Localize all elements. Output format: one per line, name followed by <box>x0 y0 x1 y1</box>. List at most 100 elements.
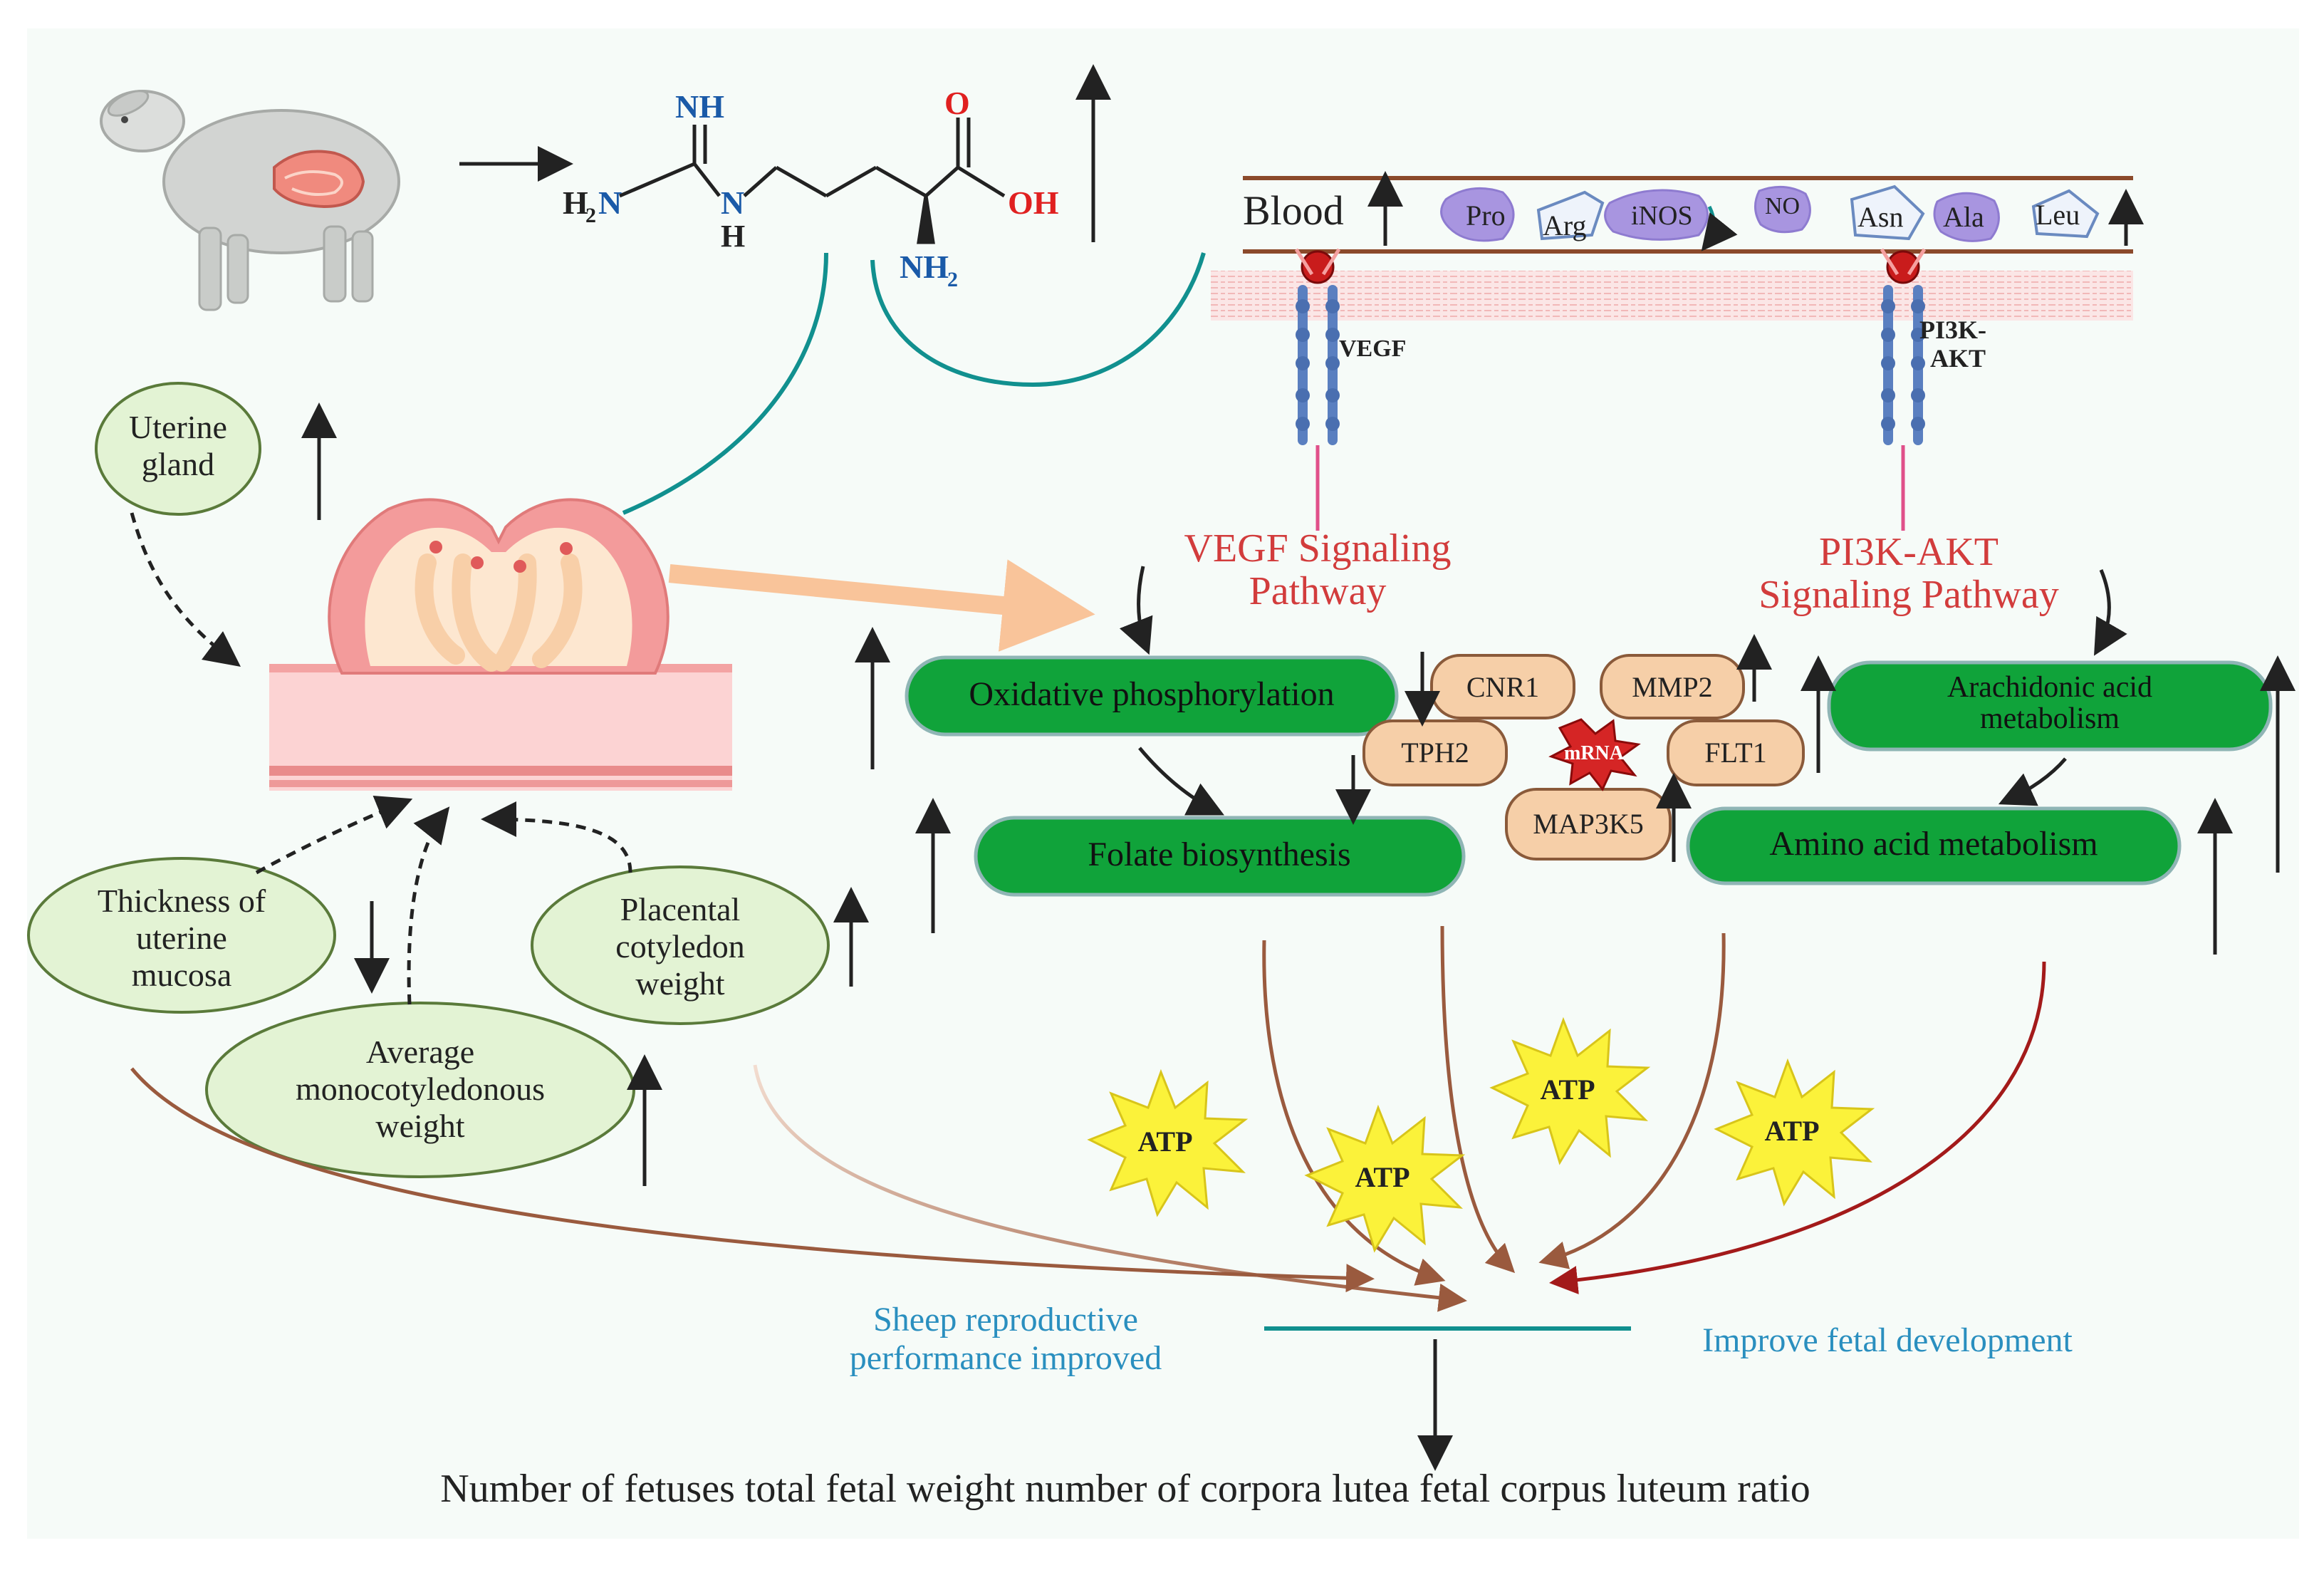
placental-line-1: Placental <box>620 891 741 927</box>
gene-tph2: TPH2 <box>1401 737 1469 769</box>
pi3k-pathway-title-1: PI3K-AKT <box>1819 530 1999 574</box>
arachidonic-to-amino-arrow <box>1998 757 2067 806</box>
curve-amino-converge <box>1549 961 2046 1294</box>
oxphos-label: Oxidative phosphorylation <box>969 675 1334 713</box>
average-line-3: weight <box>375 1108 464 1144</box>
average-oval <box>205 1002 635 1178</box>
arg-molecule <box>1536 190 1605 241</box>
chem-amine-n-label: N <box>598 184 622 221</box>
atp-label-2: ATP <box>1355 1161 1409 1193</box>
teal-curve-to-uterus <box>622 252 828 515</box>
thickness-oval <box>27 857 336 1014</box>
gene-mmp2: MMP2 <box>1632 671 1712 703</box>
mol-arg: Arg <box>1543 209 1586 241</box>
amino-box <box>1686 806 2182 885</box>
chem-o-label: O <box>944 85 970 121</box>
blood-molecules <box>1440 184 2100 251</box>
curve-gene-converge <box>1538 932 1726 1269</box>
blood-label: Blood <box>1243 187 1344 234</box>
uterine-gland-line-1: Uterine <box>129 409 227 445</box>
chem-nh2-label: NH <box>900 249 949 285</box>
chem-nh-h-label: H <box>721 219 745 254</box>
ala-molecule <box>1933 192 2000 242</box>
gene-mmp2-pill <box>1600 654 1745 719</box>
arachidonic-label-2: metabolism <box>1980 702 2120 735</box>
vegf-receptor-label: VEGF <box>1339 336 1406 362</box>
atp-label-3: ATP <box>1540 1073 1595 1106</box>
thickness-line-3: mucosa <box>132 957 232 993</box>
vegf-pathway-title-2: Pathway <box>1249 569 1387 613</box>
teal-curve-to-blood <box>870 252 1206 388</box>
placental-oval <box>531 865 830 1025</box>
chem-n-label: N <box>721 184 744 221</box>
pi3k-pathway-title-2: Signaling Pathway <box>1758 573 2059 617</box>
placental-to-uterus-arrow <box>481 801 632 873</box>
folate-label: Folate biosynthesis <box>1088 836 1350 873</box>
curve-center-converge <box>1440 925 1516 1274</box>
cotyledon-icon <box>269 498 732 791</box>
pro-molecule <box>1440 187 1515 242</box>
gland-to-uterus-dashed-arrow <box>130 512 241 667</box>
placental-line-2: cotyledon <box>615 928 744 965</box>
sheep-outcome-line-1: Sheep reproductive <box>873 1301 1138 1338</box>
pi3k-receptor-label-1: PI3K- <box>1919 316 1986 344</box>
folate-box <box>974 816 1466 897</box>
arachidonic-box <box>1827 660 2273 752</box>
mrna-label: mRNA <box>1564 742 1625 764</box>
gene-flt1-pill <box>1667 719 1805 786</box>
atp-label-1: ATP <box>1137 1125 1192 1158</box>
sheep-outcome-line-2: performance improved <box>850 1339 1162 1377</box>
arginine-structure <box>619 118 1006 244</box>
vegf-pathway-title-1: VEGF Signaling <box>1184 526 1452 571</box>
inos-molecule <box>1604 189 1709 241</box>
pi3k-to-arachidonic-arrow <box>2094 569 2127 656</box>
gene-map3k5-pill <box>1505 788 1672 861</box>
oxphos-to-folate-arrow <box>1138 747 1224 816</box>
curve-thickness-converge <box>130 1067 1375 1293</box>
mol-ala: Ala <box>1943 201 1984 233</box>
placental-line-3: weight <box>635 965 724 1002</box>
average-line-1: Average <box>366 1034 474 1070</box>
uterine-gland-line-2: gland <box>142 446 214 482</box>
chem-h2-subscript: 2 <box>585 204 596 227</box>
leu-molecule <box>2031 189 2100 239</box>
mol-pro: Pro <box>1466 199 1506 232</box>
atp-label-4: ATP <box>1764 1115 1819 1147</box>
mrna-burst-icon <box>1548 718 1641 791</box>
curve-folate-converge <box>1262 940 1446 1286</box>
atp-burst-icon <box>1087 1017 1875 1253</box>
thickness-line-2: uterine <box>136 920 227 956</box>
fetal-outcome-label: Improve fetal development <box>1702 1321 2073 1359</box>
mol-no: NO <box>1765 193 1800 219</box>
gene-cnr1: CNR1 <box>1466 671 1539 703</box>
amino-label: Amino acid metabolism <box>1769 825 2098 863</box>
mol-inos: iNOS <box>1631 201 1693 231</box>
chem-nh-label: NH <box>675 88 724 125</box>
bottom-outcome-text: Number of fetuses total fetal weight num… <box>440 1467 1810 1511</box>
chem-oh-label: OH <box>1008 184 1059 221</box>
gene-cluster <box>1362 654 1805 861</box>
asn-molecule <box>1850 184 1925 241</box>
sheep-icon <box>100 90 400 311</box>
chem-h-label: H <box>563 184 588 221</box>
uterine-gland-oval <box>95 382 261 516</box>
average-line-2: monocotyledonous <box>296 1071 545 1107</box>
arachidonic-label-1: Arachidonic acid <box>1947 671 2152 704</box>
oxphos-box <box>905 655 1399 737</box>
curve-placental-converge <box>753 1064 1467 1312</box>
mol-asn: Asn <box>1857 201 1903 233</box>
thickness-line-1: Thickness of <box>98 883 266 919</box>
gene-map3k5: MAP3K5 <box>1533 808 1644 840</box>
gene-cnr1-pill <box>1430 654 1575 719</box>
average-to-uterus-arrow <box>407 806 450 1005</box>
gene-flt1: FLT1 <box>1704 737 1766 769</box>
pi3k-receptor-icon <box>1880 248 1927 531</box>
vegf-to-oxphos-arrow <box>1119 566 1153 655</box>
pi3k-receptor-label-2: AKT <box>1930 344 1986 373</box>
no-molecule <box>1754 185 1811 234</box>
thickness-to-uterus-arrow <box>255 796 413 875</box>
mol-leu: Leu <box>2036 199 2080 231</box>
cell-membrane <box>1211 271 2133 321</box>
